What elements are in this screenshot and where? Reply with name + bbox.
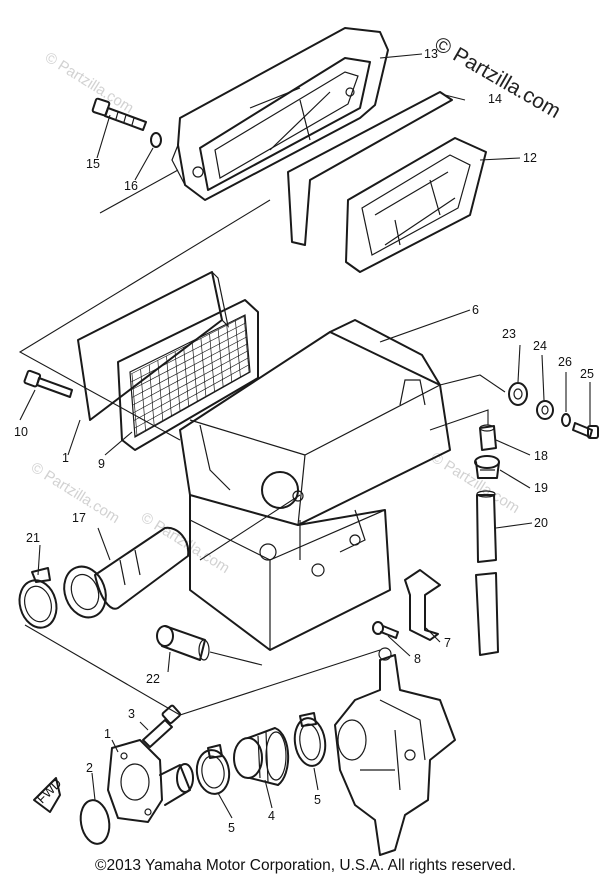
collar-24 — [536, 400, 554, 420]
callout-20: 20 — [534, 516, 548, 530]
mesh-line — [166, 356, 172, 417]
fwd-arrow: FWD — [33, 776, 64, 813]
callout-13: 13 — [424, 47, 438, 61]
callout-12: 12 — [523, 151, 537, 165]
callout-5-right: 5 — [314, 793, 321, 807]
callouts: 13 14 12 6 15 16 10 1 9 17 21 23 24 26 2… — [14, 47, 594, 835]
callout-1: 1 — [104, 727, 111, 741]
callout-14: 14 — [488, 92, 502, 106]
element-frame — [345, 137, 487, 273]
clamp-5-right — [293, 712, 327, 767]
carb-joint-4 — [233, 727, 290, 786]
mesh-line — [140, 369, 146, 432]
mesh-line — [133, 350, 248, 414]
callout-3: 3 — [128, 707, 135, 721]
airbox-cover — [171, 27, 389, 201]
callout-11: 1 — [62, 451, 69, 465]
callout-16: 16 — [124, 179, 138, 193]
watermark-main: © Partzilla.com — [431, 32, 565, 123]
mesh-line — [132, 343, 248, 406]
airbox-body — [179, 319, 451, 651]
intake-joint-17 — [63, 526, 190, 619]
callout-2: 2 — [86, 761, 93, 775]
mesh-line — [157, 360, 164, 422]
manifold-1 — [107, 739, 194, 823]
washer-16 — [150, 132, 162, 148]
mesh-line — [131, 322, 246, 383]
mesh-line — [131, 329, 247, 390]
callout-19: 19 — [534, 481, 548, 495]
watermark-center: © Partzilla.com — [138, 509, 233, 577]
mesh-line — [133, 357, 249, 421]
bolt-3 — [142, 704, 182, 748]
grommet-23 — [508, 382, 528, 406]
clamp-5-left — [195, 744, 231, 795]
callout-6: 6 — [472, 303, 479, 317]
callout-17: 17 — [72, 511, 86, 525]
callout-4: 4 — [268, 809, 275, 823]
cap-18 — [479, 424, 497, 451]
carburetor — [334, 647, 456, 856]
callout-22: 22 — [146, 672, 160, 686]
callout-18: 18 — [534, 449, 548, 463]
bolt-25 — [572, 422, 599, 439]
washer-26 — [561, 413, 571, 427]
mesh-element — [117, 299, 259, 451]
o-ring-2 — [79, 799, 111, 845]
callout-9: 9 — [98, 457, 105, 471]
mesh-line — [131, 373, 138, 437]
screw-10 — [23, 369, 73, 398]
callout-24: 24 — [533, 339, 547, 353]
callout-23: 23 — [502, 327, 516, 341]
mesh-line — [132, 336, 247, 398]
foam-element — [77, 271, 229, 421]
clamp-21 — [18, 567, 58, 629]
callout-26: 26 — [558, 355, 572, 369]
fitting-19 — [474, 455, 500, 479]
callout-10: 10 — [14, 425, 28, 439]
mesh-line — [130, 315, 246, 375]
watermark-top-left: © Partzilla.com — [42, 49, 137, 117]
callout-5-left: 5 — [228, 821, 235, 835]
leader-lines — [19, 53, 591, 819]
cover-seal — [287, 91, 453, 246]
pin-8 — [372, 621, 399, 639]
bracket-7 — [404, 569, 441, 641]
callout-25: 25 — [580, 367, 594, 381]
callout-15: 15 — [86, 157, 100, 171]
mesh-line — [148, 365, 155, 427]
plug-22 — [156, 625, 210, 661]
callout-7: 7 — [444, 636, 451, 650]
callout-8: 8 — [414, 652, 421, 666]
bolt-15 — [91, 97, 147, 131]
mesh-line — [134, 364, 249, 429]
drain-hose-20 — [475, 490, 499, 656]
mesh-line — [134, 371, 250, 437]
callout-21: 21 — [26, 531, 40, 545]
copyright-notice: ©2013 Yamaha Motor Corporation, U.S.A. A… — [95, 857, 516, 874]
